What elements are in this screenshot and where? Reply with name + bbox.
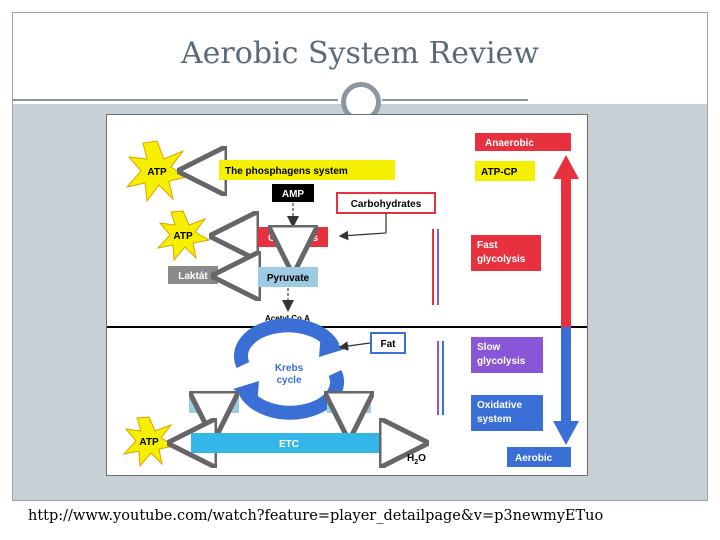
phosphagens-label: The phosphagens system xyxy=(225,166,348,177)
slow-glycolysis-label-1: Slow xyxy=(477,342,501,353)
water-label: H2O xyxy=(407,453,426,466)
aerobic-arrow-icon xyxy=(553,327,579,445)
krebs-label-2: cycle xyxy=(276,375,301,386)
amp-label: AMP xyxy=(282,189,305,200)
laktat-box xyxy=(168,266,218,284)
atp-label-1: ATP xyxy=(147,167,167,178)
title-divider-left xyxy=(12,99,338,101)
carbohydrates-label: Carbohydrates xyxy=(351,199,422,210)
pyruvate-label: Pyruvate xyxy=(267,273,310,284)
phosphagens-box xyxy=(219,160,395,180)
fast-glycolysis-label-2: glycolysis xyxy=(477,254,526,265)
krebs-cycle-icon xyxy=(233,318,345,420)
anaerobic-arrow-icon xyxy=(553,155,579,327)
slow-glycolysis-label-2: glycolysis xyxy=(477,356,526,367)
fat-label: Fat xyxy=(381,339,397,350)
etc-box xyxy=(191,433,387,453)
fast-glycolysis-box xyxy=(471,235,541,271)
energy-systems-diagram: ATP ATP ATP The phosphagens system AMP C… xyxy=(106,114,588,476)
oxidative-label-2: system xyxy=(477,414,512,425)
laktat-label: Laktát xyxy=(178,271,208,282)
slide-title: Aerobic System Review xyxy=(181,36,539,71)
atp-starburst-3: ATP xyxy=(122,416,177,468)
fast-glycolysis-label-1: Fast xyxy=(477,240,498,251)
fat-to-krebs-arrow xyxy=(338,341,371,351)
amp-box xyxy=(272,184,314,202)
atp-label-3: ATP xyxy=(139,437,159,448)
atp-starburst-1: ATP xyxy=(125,140,189,203)
youtube-link[interactable]: http://www.youtube.com/watch?feature=pla… xyxy=(28,508,604,524)
atp-starburst-2: ATP xyxy=(156,210,211,262)
glycolysis-label: Glycolysis xyxy=(268,233,318,244)
krebs-label-1: Krebs xyxy=(275,363,304,374)
carbohydrates-to-glycolysis-arrow xyxy=(338,213,387,241)
nadh-label: NADH xyxy=(335,400,364,411)
diagram-svg: ATP ATP ATP The phosphagens system AMP C… xyxy=(107,133,587,475)
anaerobic-label: Anaerobic xyxy=(485,138,534,149)
title-divider-right xyxy=(382,99,528,101)
aerobic-box xyxy=(507,447,571,467)
oxidative-label-1: Oxidative xyxy=(477,400,522,411)
oxidative-system-box xyxy=(471,395,543,431)
link-bar xyxy=(12,500,708,529)
atp-cp-box xyxy=(475,161,535,181)
etc-label: ETC xyxy=(279,439,299,450)
atp-cp-label: ATP-CP xyxy=(481,167,518,178)
fat-box xyxy=(370,332,406,354)
fadh-label: FADH xyxy=(200,400,227,411)
aerobic-label: Aerobic xyxy=(515,453,553,464)
slow-glycolysis-box xyxy=(471,337,543,373)
anaerobic-box xyxy=(475,133,571,151)
atp-label-2: ATP xyxy=(173,231,193,242)
pyruvate-box xyxy=(258,267,318,287)
